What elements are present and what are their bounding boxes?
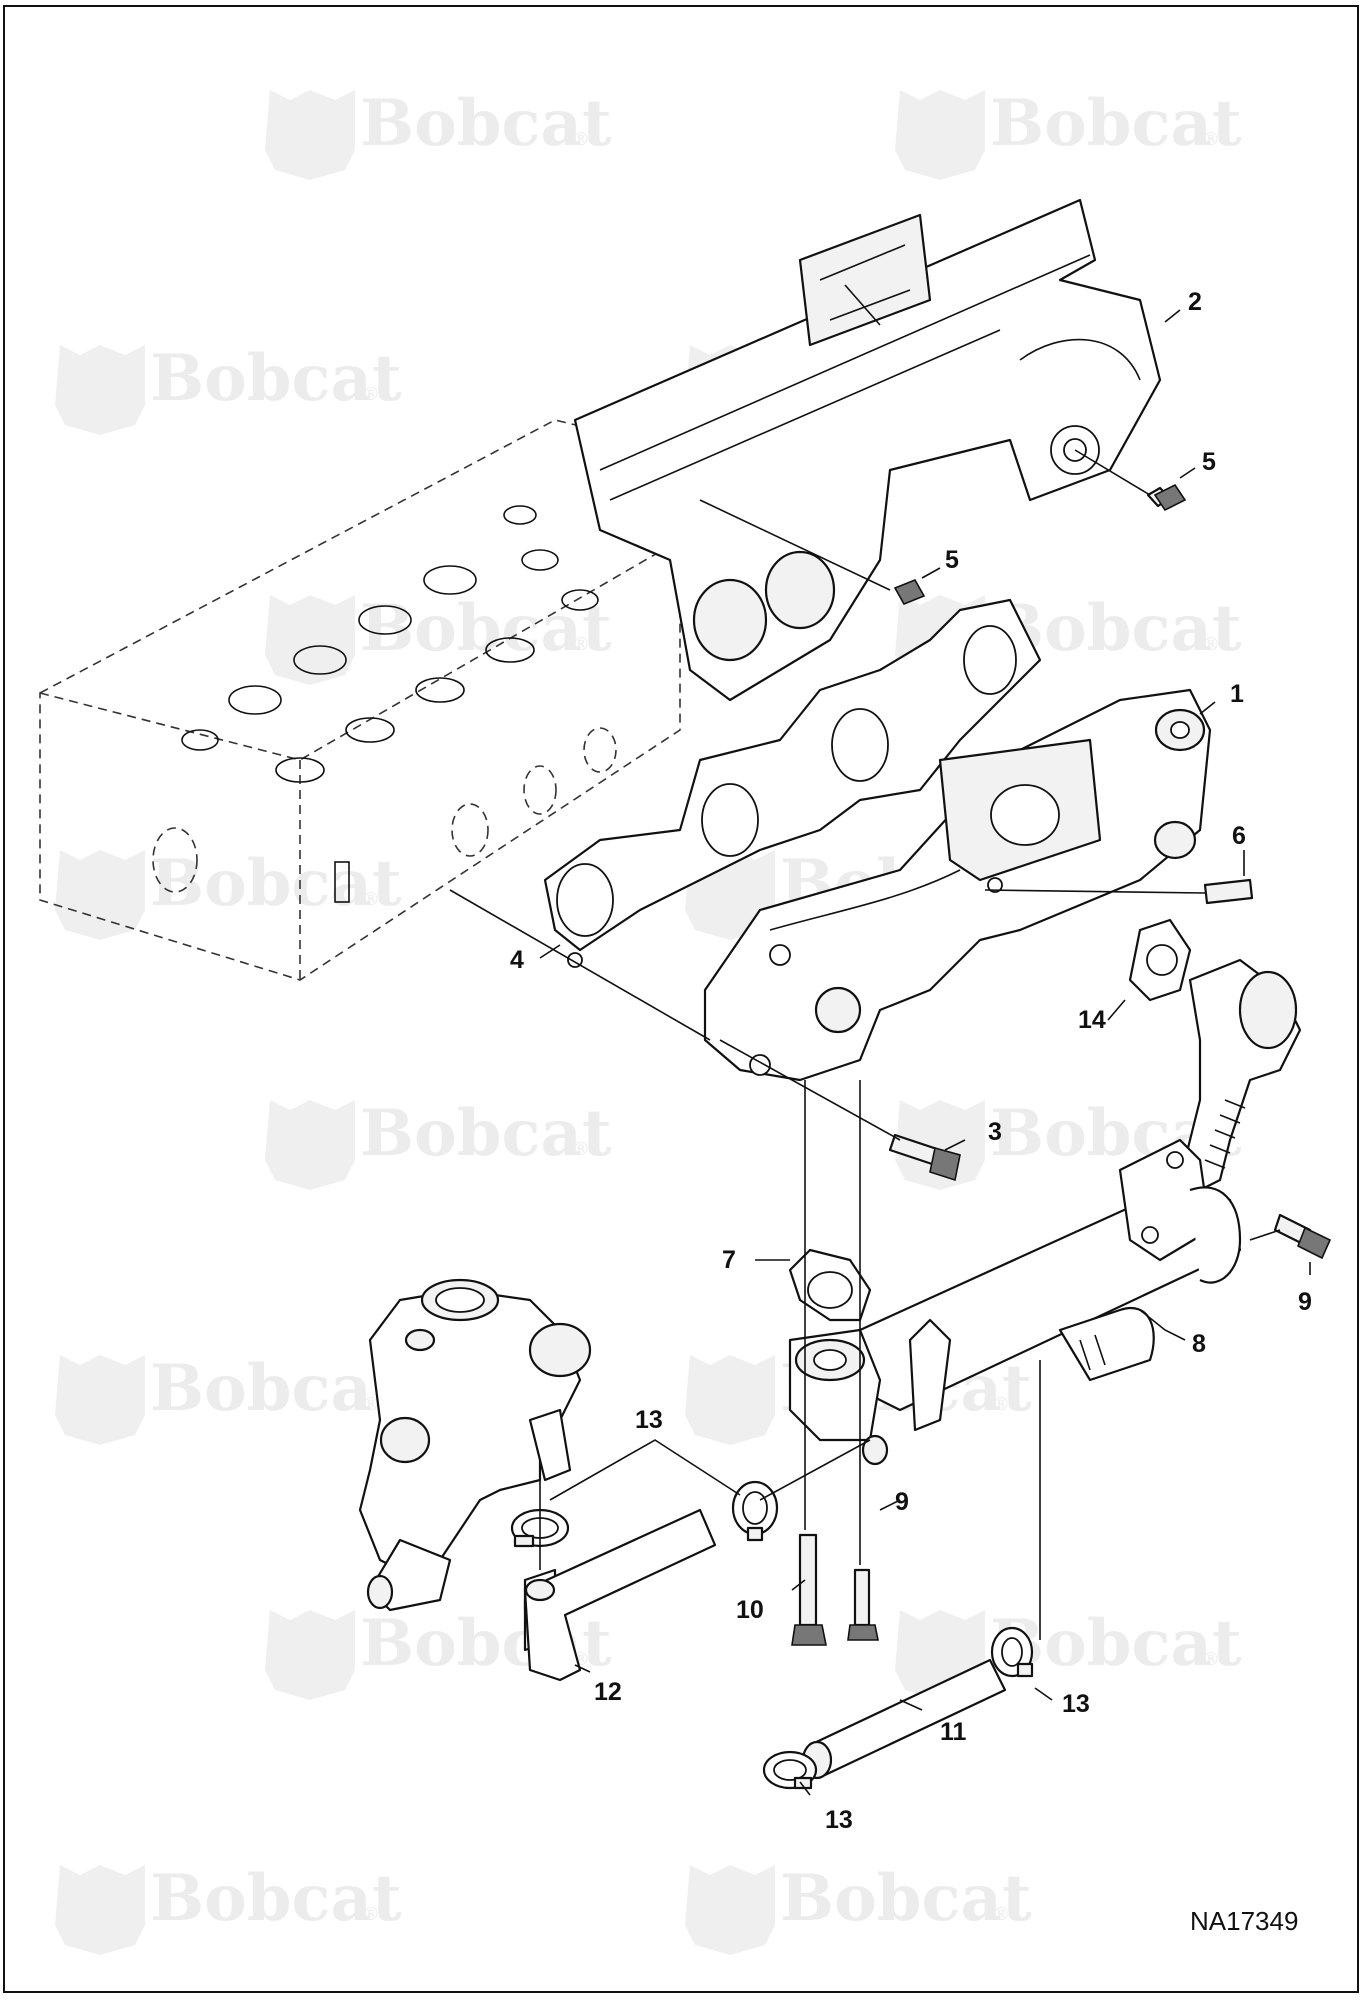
watermark-registered-mark: ® — [362, 384, 380, 405]
callout-13: 13 — [635, 1406, 663, 1434]
watermark-text: Bobcat — [150, 1351, 402, 1426]
cylinder-head — [39, 419, 681, 981]
bobcat-watermark: Bobcat® — [895, 86, 1242, 180]
bobcat-watermark: Bobcat® — [895, 1096, 1242, 1190]
callout-5: 5 — [945, 546, 959, 574]
watermark-text: Bobcat — [990, 86, 1242, 161]
bobcat-watermark: Bobcat® — [265, 86, 612, 180]
watermark-registered-mark: ® — [1202, 129, 1220, 150]
bobcat-logo-icon — [895, 90, 985, 180]
bobcat-watermark: Bobcat® — [265, 1096, 612, 1190]
bobcat-watermark: Bobcat® — [55, 1351, 402, 1445]
exhaust-gasket — [543, 598, 1042, 968]
egr-cooler — [788, 1138, 1242, 1466]
exhaust-manifold — [703, 688, 1212, 1082]
callout-9: 9 — [895, 1488, 909, 1516]
callout-8: 8 — [1192, 1330, 1206, 1358]
callout-4: 4 — [510, 946, 524, 974]
callout-2: 2 — [1188, 288, 1202, 316]
figure-number: NA17349 — [1190, 1906, 1298, 1936]
callout-12: 12 — [594, 1678, 622, 1706]
callout-11: 11 — [940, 1718, 967, 1746]
callout-5: 5 — [1202, 448, 1216, 476]
bobcat-logo-icon — [685, 1865, 775, 1955]
bobcat-logo-icon — [265, 1100, 355, 1190]
callout-9: 9 — [1298, 1288, 1312, 1316]
fasteners — [791, 483, 1332, 1646]
bobcat-logo-icon — [265, 595, 355, 685]
hose-12 — [523, 1508, 717, 1682]
bobcat-watermark: Bobcat® — [685, 1861, 1032, 1955]
watermark-registered-mark: ® — [572, 1139, 590, 1160]
figure-frame — [3, 5, 1359, 1993]
watermark-registered-mark: ® — [572, 634, 590, 655]
hose-11 — [801, 1658, 1007, 1780]
egr-tube — [1128, 918, 1302, 1192]
callout-14: 14 — [1078, 1006, 1106, 1034]
bobcat-logo-icon — [55, 1355, 145, 1445]
callout-3: 3 — [988, 1118, 1002, 1146]
watermark-registered-mark: ® — [1202, 634, 1220, 655]
callout-13: 13 — [1062, 1690, 1090, 1718]
watermark-text: Bobcat — [780, 1861, 1032, 1936]
bobcat-logo-icon — [265, 90, 355, 180]
watermark-registered-mark: ® — [1202, 1649, 1220, 1670]
callout-leaders — [539, 309, 1311, 1796]
watermark-registered-mark: ® — [992, 1394, 1010, 1415]
watermark-text: Bobcat — [360, 86, 612, 161]
watermark-text: Bobcat — [150, 846, 402, 921]
bobcat-logo-icon — [265, 1610, 355, 1700]
bobcat-watermark: Bobcat® — [55, 846, 402, 940]
watermark-text: Bobcat — [150, 341, 402, 416]
hose-clamps — [510, 1480, 1034, 1790]
watermark-registered-mark: ® — [572, 129, 590, 150]
watermark-registered-mark: ® — [992, 1904, 1010, 1925]
watermark-text: Bobcat — [360, 1096, 612, 1171]
assembly-lines — [449, 449, 1281, 1640]
watermark-registered-mark: ® — [362, 889, 380, 910]
watermark-text: Bobcat — [150, 1861, 402, 1936]
bobcat-logo-icon — [895, 1100, 985, 1190]
callout-7: 7 — [722, 1246, 736, 1274]
callout-6: 6 — [1232, 822, 1246, 850]
watermark-text: Bobcat — [360, 591, 612, 666]
bobcat-watermark: Bobcat® — [55, 341, 402, 435]
bobcat-logo-icon — [55, 850, 145, 940]
bobcat-logo-icon — [55, 345, 145, 435]
watermark-registered-mark: ® — [362, 1394, 380, 1415]
bobcat-logo-icon — [685, 1355, 775, 1445]
callout-1: 1 — [1230, 680, 1244, 708]
thermostat-housing — [358, 1278, 592, 1612]
bobcat-watermark: Bobcat® — [265, 591, 612, 685]
watermark-registered-mark: ® — [362, 1904, 380, 1925]
bobcat-logo-icon — [55, 1865, 145, 1955]
egr-gasket — [788, 1248, 872, 1322]
callout-10: 10 — [736, 1596, 764, 1624]
bobcat-watermark: Bobcat® — [55, 1861, 402, 1955]
heat-shield — [573, 198, 1162, 702]
callout-13: 13 — [825, 1806, 853, 1834]
